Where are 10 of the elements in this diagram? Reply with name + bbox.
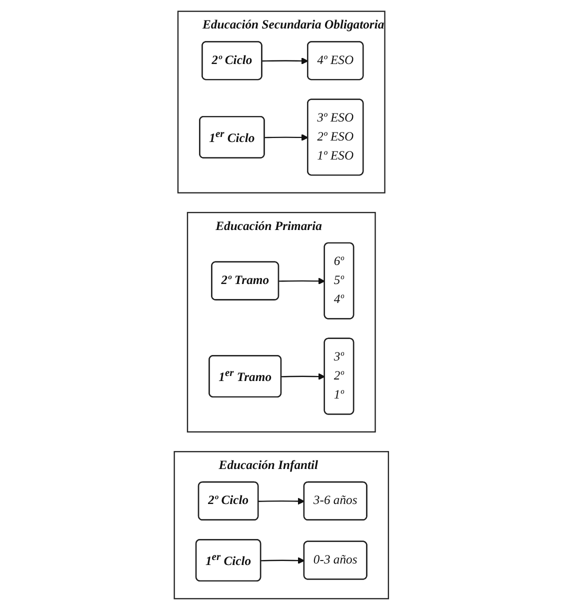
arrow bbox=[282, 373, 326, 380]
diagram: Educación Secundaria Obligatoria 2º Ciclo 4º ESO 1$^{er}$ Ciclo 3º ESO 2º ESO 1º ESO Educación Primaria 2º Tramo 6º 5º 4º 1$^{er}$ Tramo 3º 2º 1º Educación Infantil 2º Ciclo 3-6 años 1$^{er}$ Ciclo 0-3 años bbox=[168, 5, 395, 605]
arrow bbox=[279, 278, 326, 285]
arrow bbox=[258, 498, 305, 505]
arrow bbox=[261, 557, 305, 564]
arrow bbox=[262, 57, 308, 64]
cluster bbox=[178, 10, 386, 194]
cluster bbox=[187, 212, 376, 432]
cluster bbox=[174, 451, 390, 600]
arrow bbox=[264, 134, 308, 141]
